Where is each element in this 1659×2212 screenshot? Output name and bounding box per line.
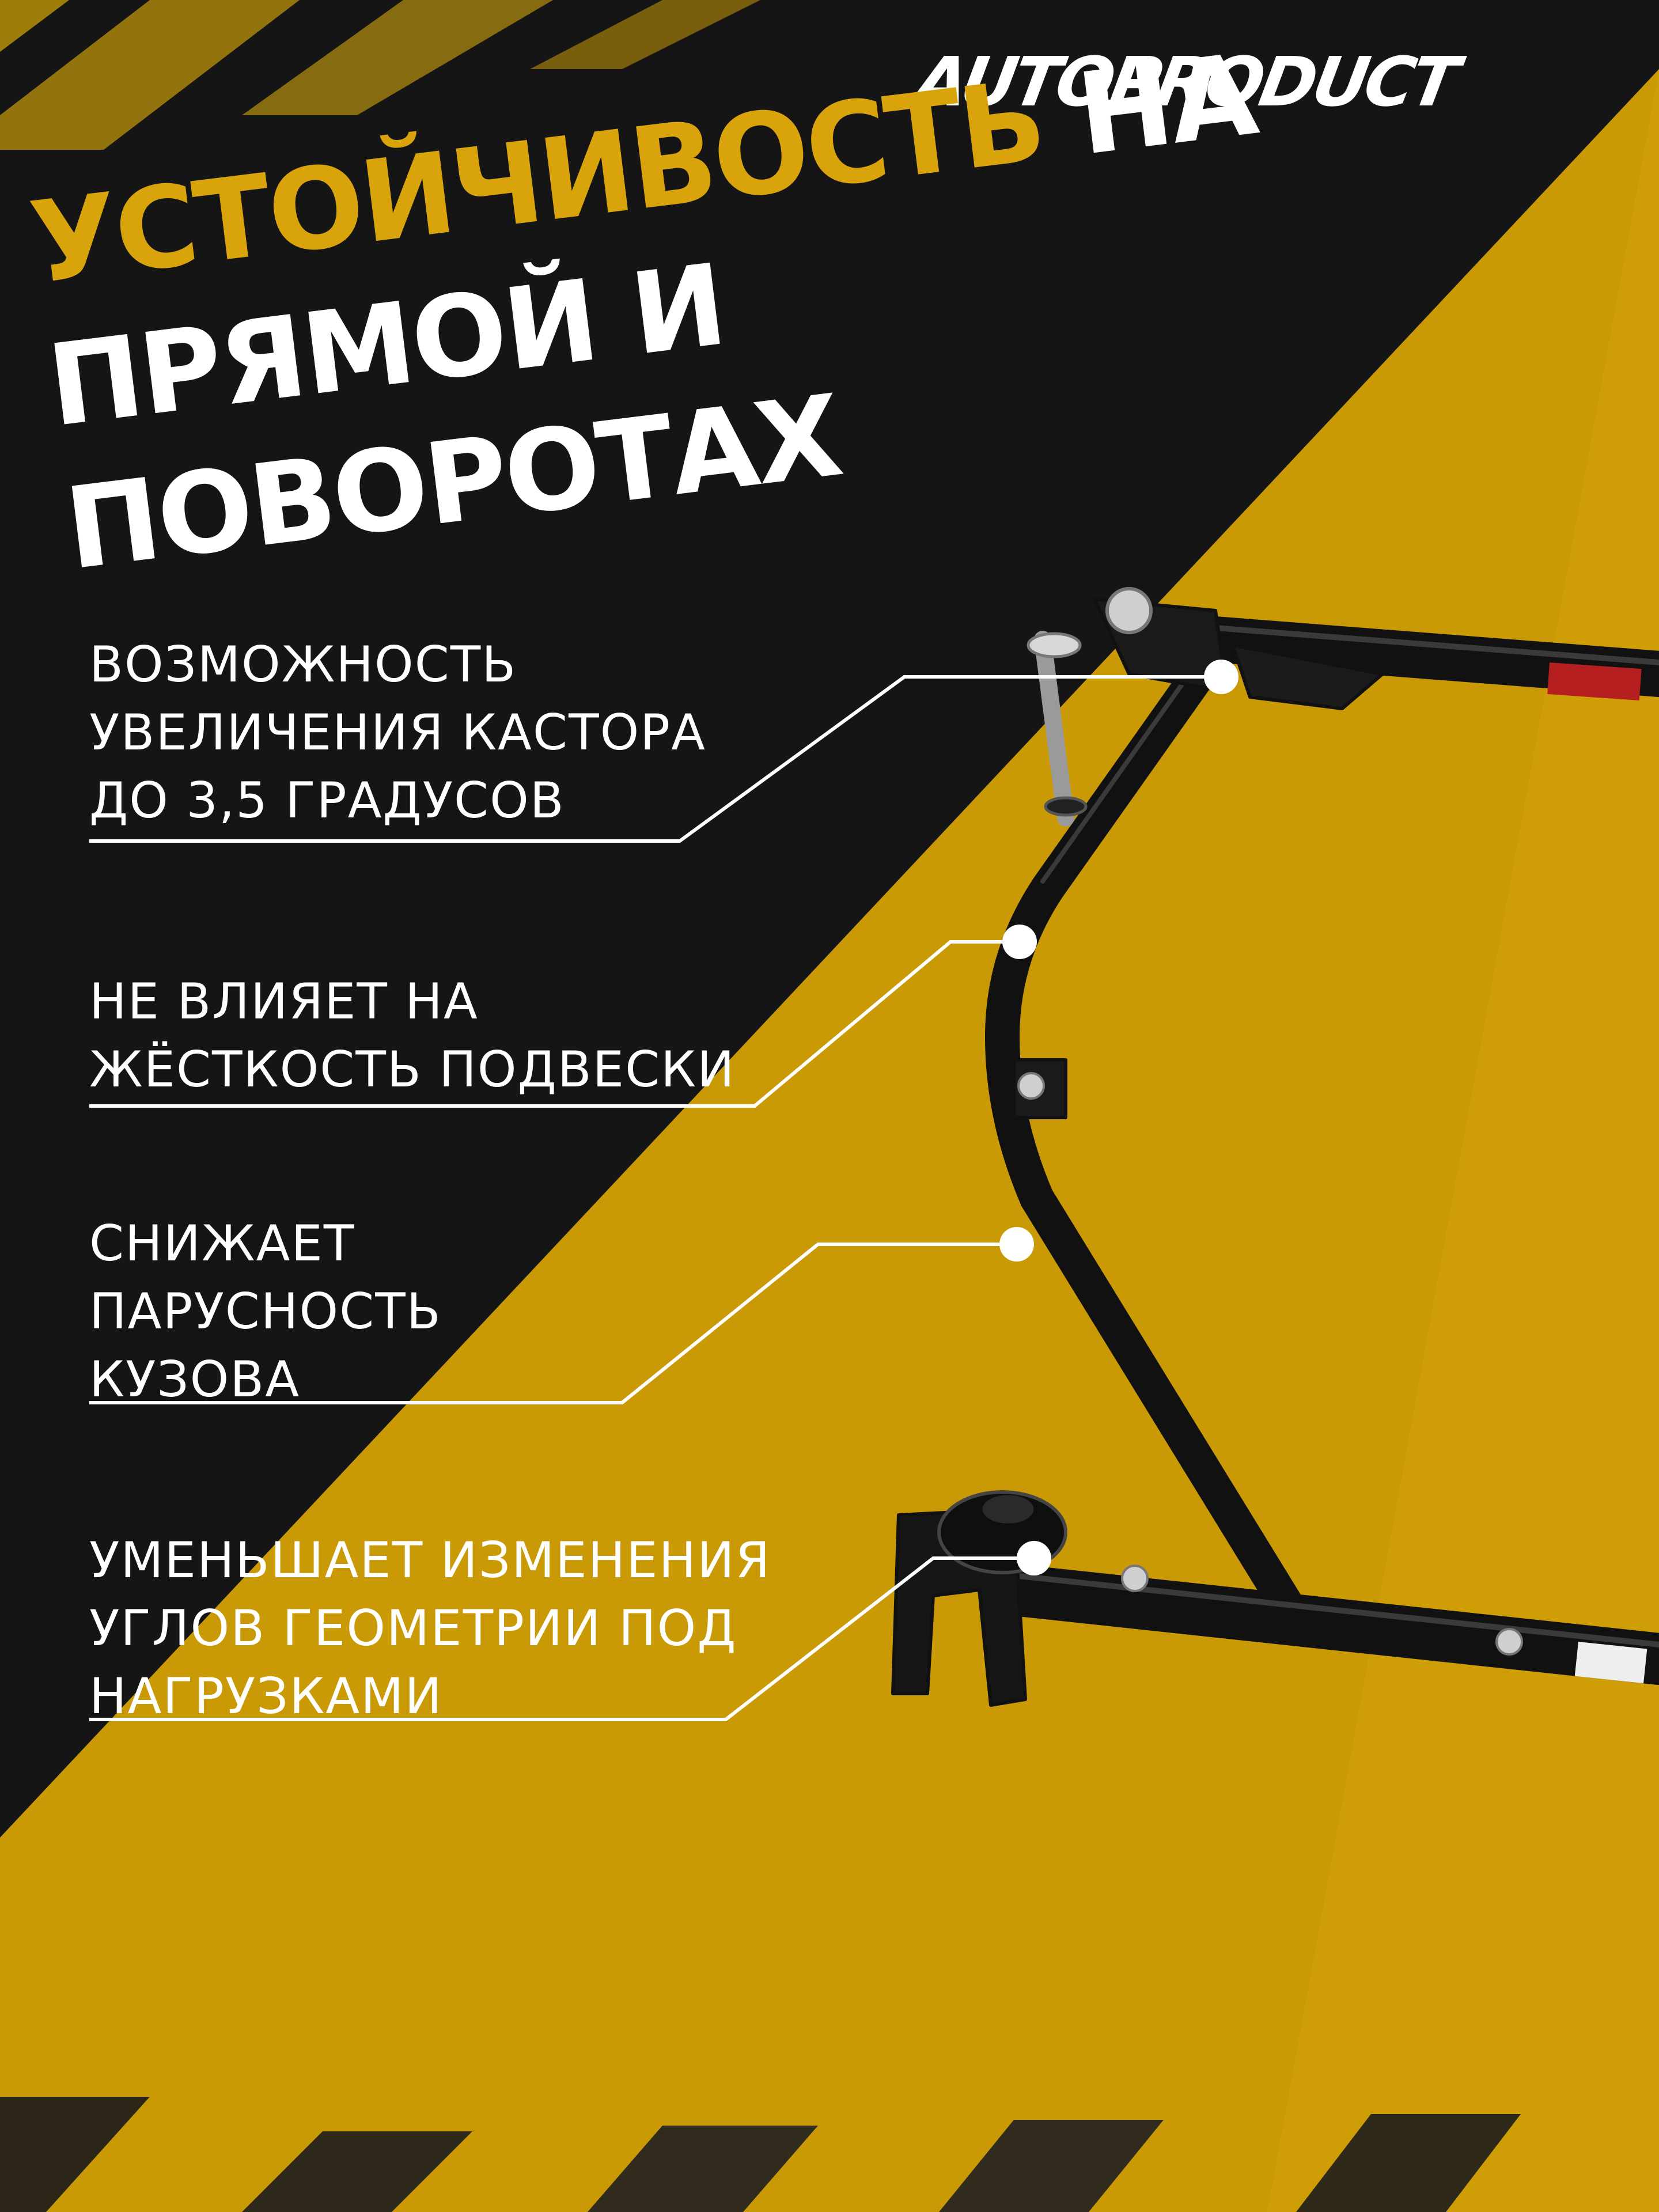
callout-line-1 (89, 675, 1221, 843)
callout-dot-4 (1017, 1541, 1051, 1575)
callout-line-4 (89, 1556, 1034, 1721)
callout-dot-3 (999, 1227, 1034, 1262)
callout-stiffness-text: НЕ ВЛИЯЕТ НА ЖЁСТКОСТЬ ПОДВЕСКИ (89, 973, 736, 1099)
callout-dot-1 (1204, 660, 1238, 694)
callout-line-3 (89, 1243, 1017, 1404)
callout-geometry-text: УМЕНЬШАЕТ ИЗМЕНЕНИЯ УГЛОВ ГЕОМЕТРИИ ПОД … (89, 1532, 771, 1725)
callout-dot-2 (1002, 925, 1037, 959)
hazard-stripes-bottom (0, 2097, 1521, 2212)
strut-brace-frame-icon (891, 587, 1659, 1707)
hazard-stripes-top (0, 0, 760, 150)
callout-windage-text: СНИЖАЕТ ПАРУСНОСТЬ КУЗОВА (89, 1215, 442, 1408)
callout-caster-text: ВОЗМОЖНОСТЬ УВЕЛИЧЕНИЯ КАСТОРА ДО 3,5 ГР… (89, 636, 706, 830)
callout-line-2 (89, 940, 1020, 1108)
